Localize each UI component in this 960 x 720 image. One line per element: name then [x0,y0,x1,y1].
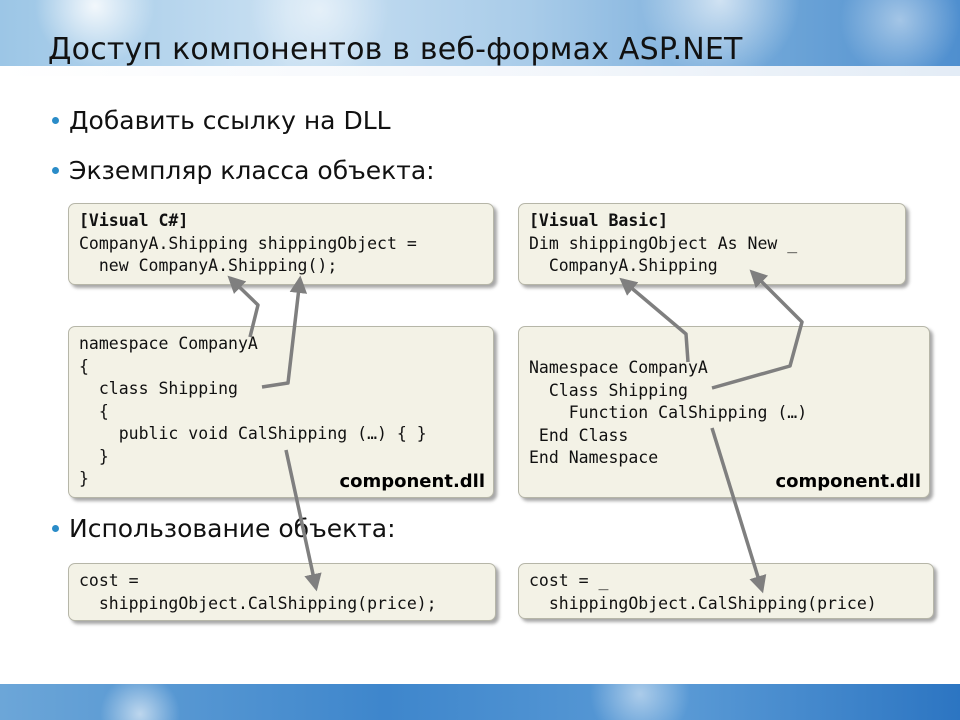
code-line: CompanyA.Shipping [529,256,718,275]
code-line: } [79,446,109,466]
code-line: CompanyA.Shipping shippingObject = [79,233,417,253]
code-line: public void CalShipping (…) { } [79,424,427,443]
code-line: Dim shippingObject As New _ [529,233,798,253]
component-dll-label: component.dll [775,470,921,492]
bullet-text: Добавить ссылку на DLL [69,106,391,135]
code-line: End Class [529,425,629,445]
bullet-dot-icon [52,167,59,174]
code-line: } [79,469,89,488]
code-line: namespace CompanyA [79,334,258,353]
bullet-dot-icon [52,525,59,532]
code-line: shippingObject.CalShipping(price); [79,593,437,613]
csharp-instance-code-box: [Visual C#] CompanyA.Shipping shippingOb… [68,203,494,285]
csharp-usage-code-box: cost = shippingObject.CalShipping(price)… [68,563,496,621]
code-line: shippingObject.CalShipping(price) [529,593,877,613]
vb-usage-code-box: cost = _ shippingObject.CalShipping(pric… [518,563,934,619]
footer-banner [0,684,960,720]
bullet-add-reference: Добавить ссылку на DLL [52,106,391,135]
code-line: Namespace CompanyA [529,358,708,377]
slide-title: Доступ компонентов в веб-формах ASP.NET [48,32,743,67]
code-line: cost = [79,571,139,590]
code-line: { [79,401,109,421]
code-line: Class Shipping [529,380,688,400]
header-banner [0,0,960,76]
code-line: { [79,356,89,376]
component-dll-label: component.dll [339,470,485,492]
code-line: cost = _ [529,571,609,590]
bullet-text: Экземпляр класса объекта: [69,156,435,185]
code-line: class Shipping [79,379,238,398]
code-line: new CompanyA.Shipping(); [79,256,338,275]
bullet-text: Использование объекта: [69,514,396,543]
bullet-dot-icon [52,117,59,124]
code-line: [Visual Basic] [529,211,669,230]
bullet-instantiate: Экземпляр класса объекта: [52,156,435,185]
vb-instance-code-box: [Visual Basic] Dim shippingObject As New… [518,203,906,285]
code-line: Function CalShipping (…) [529,403,808,422]
csharp-component-code-box: namespace CompanyA { class Shipping { pu… [68,326,494,498]
vb-component-code-box: Namespace CompanyA Class Shipping Functi… [518,326,930,498]
code-line: [Visual C#] [79,211,189,230]
bullet-use-object: Использование объекта: [52,514,396,543]
code-line: End Namespace [529,448,659,467]
header-strip [0,66,960,76]
